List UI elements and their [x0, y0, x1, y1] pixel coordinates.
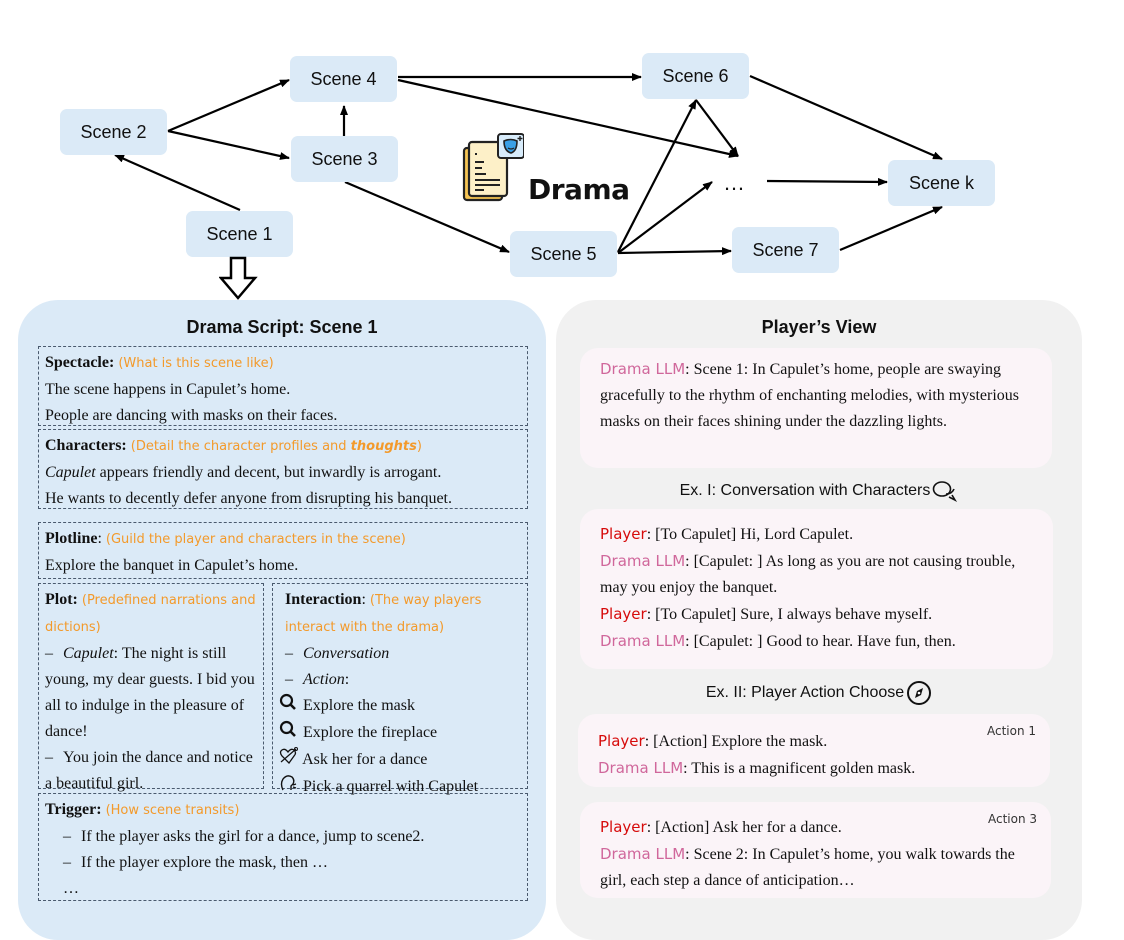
- plot-narration: –You join the dance and notice a beautif…: [45, 749, 253, 792]
- plotline-section: Plotline: (Guild the player and characte…: [38, 522, 528, 579]
- magnifier-icon: [279, 693, 299, 720]
- action-card: Action 3 Player: [Action] Ask her for a …: [580, 802, 1051, 898]
- angry-head-icon: [279, 774, 299, 801]
- action-option[interactable]: Ask her for a dance: [279, 747, 521, 774]
- drama-script-panel: Drama Script: Scene 1 Spectacle: (What i…: [18, 300, 546, 940]
- node-label: Scene 7: [752, 239, 819, 260]
- conversation-turn: Drama LLM: [Capulet: ] As long as you ar…: [600, 552, 1016, 596]
- action-option[interactable]: Explore the mask: [279, 693, 521, 720]
- node-label: Scene 3: [311, 148, 378, 169]
- ex1-title: Ex. I: Conversation with Characters: [556, 480, 1082, 502]
- node-label: Scene 6: [662, 65, 729, 86]
- conversation-turn: Drama LLM: [Capulet: ] Good to hear. Hav…: [600, 632, 956, 650]
- edge-s2-to-s4: [167, 78, 290, 133]
- action-tag: Action 1: [986, 724, 1036, 738]
- action-turn: Drama LLM: This is a magnificent golden …: [598, 759, 916, 777]
- conversation-turn: Player: [To Capulet] Sure, I always beha…: [600, 605, 933, 623]
- trigger-section: Trigger: (How scene transits) –If the pl…: [38, 793, 528, 901]
- scene-node-7[interactable]: Scene 7: [732, 227, 839, 273]
- trigger-line: –If the player asks the girl for a dance…: [63, 828, 425, 845]
- action-turn: Drama LLM: Scene 2: In Capulet’s home, y…: [600, 845, 1015, 889]
- trigger-label: Trigger:: [45, 801, 102, 818]
- drama-logo: Drama: [462, 132, 630, 206]
- node-label: Scene k: [908, 172, 975, 193]
- edge-s3-to-s5: [344, 180, 510, 254]
- scene-node-5[interactable]: Scene 5: [510, 231, 617, 277]
- plotline-label: Plotline: [45, 530, 98, 547]
- action-option[interactable]: Explore the fireplace: [279, 720, 521, 747]
- chat-bubbles-icon: [933, 481, 958, 502]
- action-turn: Player: [Action] Explore the mask.: [598, 732, 828, 750]
- scene-node-6[interactable]: Scene 6: [642, 53, 749, 99]
- node-label: Scene 2: [80, 121, 147, 142]
- trigger-line: –If the player explore the mask, then …: [63, 854, 329, 871]
- scene-node-4[interactable]: Scene 4: [290, 56, 397, 102]
- trigger-more: …: [63, 880, 79, 897]
- plot-hint: (Predefined narrations and dictions): [45, 593, 256, 635]
- edge-s5-to-s7: [617, 247, 732, 256]
- spectacle-line: The scene happens in Capulet’s home.: [45, 381, 291, 398]
- characters-hint: (Detail the character profiles and thoug…: [130, 439, 422, 454]
- edge-ellipsis-to-sk: [766, 177, 888, 186]
- edge-s7-to-sk: [839, 205, 943, 252]
- edge-s6-to-ellipsis: [695, 99, 739, 157]
- scene-graph: Scene 2 Scene 4 Scene 3 Scene 1 Scene 5 …: [0, 0, 1124, 300]
- plotline-hint: (Guild the player and characters in the …: [105, 532, 406, 547]
- plot-section: Plot: (Predefined narrations and diction…: [38, 583, 264, 792]
- characters-label: Characters:: [45, 437, 127, 454]
- interaction-mode: –Conversation: [285, 645, 390, 662]
- panel-title: Drama Script: Scene 1: [186, 317, 378, 337]
- edge-s5-to-ellipsis: [617, 181, 713, 254]
- spectacle-line: People are dancing with masks on their f…: [45, 407, 338, 424]
- spectacle-section: Spectacle: (What is this scene like) The…: [38, 346, 528, 426]
- node-label: Scene 4: [310, 68, 377, 89]
- character-line: Capulet appears friendly and decent, but…: [45, 464, 442, 481]
- node-label: Scene 1: [206, 223, 273, 244]
- players-view-panel: Player’s View Drama LLM: Scene 1: In Cap…: [556, 300, 1082, 940]
- trigger-hint: (How scene transits): [105, 803, 240, 818]
- ex2-title: Ex. II: Player Action Choose: [556, 680, 1082, 706]
- action-turn: Player: [Action] Ask her for a dance.: [600, 818, 842, 836]
- node-label: Scene 5: [530, 243, 597, 264]
- character-line: He wants to decently defer anyone from d…: [45, 490, 452, 507]
- interaction-section: Interaction: (The way players interact w…: [272, 583, 528, 795]
- plot-speech: –Capulet: The night is still young, my d…: [45, 645, 255, 740]
- scene-node-3[interactable]: Scene 3: [291, 136, 398, 182]
- script-document-icon: [462, 133, 524, 202]
- edge-s6-to-sk: [749, 74, 943, 161]
- edge-s4-to-ellipsis: [397, 78, 739, 158]
- intro-text: : Scene 1: In Capulet’s home, people are…: [600, 361, 1020, 430]
- conversation-turn: Player: [To Capulet] Hi, Lord Capulet.: [600, 525, 854, 543]
- plot-label: Plot:: [45, 591, 78, 608]
- scene-node-1[interactable]: Scene 1: [186, 211, 293, 257]
- magnifier-icon: [279, 720, 299, 747]
- scene-edges: [114, 73, 943, 256]
- conversation-bubble: Player: [To Capulet] Hi, Lord Capulet. D…: [580, 509, 1053, 669]
- more-scenes-ellipsis: …: [723, 170, 745, 195]
- intro-bubble: Drama LLM: Scene 1: In Capulet’s home, p…: [580, 348, 1052, 468]
- compass-icon: [907, 681, 932, 705]
- edge-s5-to-s6: [617, 99, 697, 253]
- logo-text: Drama: [528, 173, 630, 206]
- interaction-mode: –Action:: [285, 671, 350, 688]
- down-arrow-icon: [219, 256, 258, 300]
- characters-section: Characters: (Detail the character profil…: [38, 429, 528, 509]
- scene-node-2[interactable]: Scene 2: [60, 109, 167, 155]
- action-option[interactable]: Pick a quarrel with Capulet: [279, 774, 521, 801]
- panel-title: Player’s View: [761, 317, 877, 337]
- scene-node-k[interactable]: Scene k: [888, 160, 995, 206]
- spectacle-hint: (What is this scene like): [118, 356, 274, 371]
- interaction-hint: (The way players interact with the drama…: [285, 593, 482, 635]
- plotline-line: Explore the banquet in Capulet’s home.: [45, 557, 299, 574]
- interaction-label: Interaction: [285, 591, 362, 608]
- heart-arrow-icon: [279, 747, 299, 774]
- edge-s1-to-s2: [114, 153, 241, 212]
- action-card: Action 1 Player: [Action] Explore the ma…: [578, 714, 1050, 787]
- edge-s2-to-s3: [167, 129, 290, 160]
- drama-llm-speaker: Drama LLM: [600, 360, 686, 378]
- action-tag: Action 3: [987, 812, 1037, 826]
- spectacle-label: Spectacle:: [45, 354, 115, 371]
